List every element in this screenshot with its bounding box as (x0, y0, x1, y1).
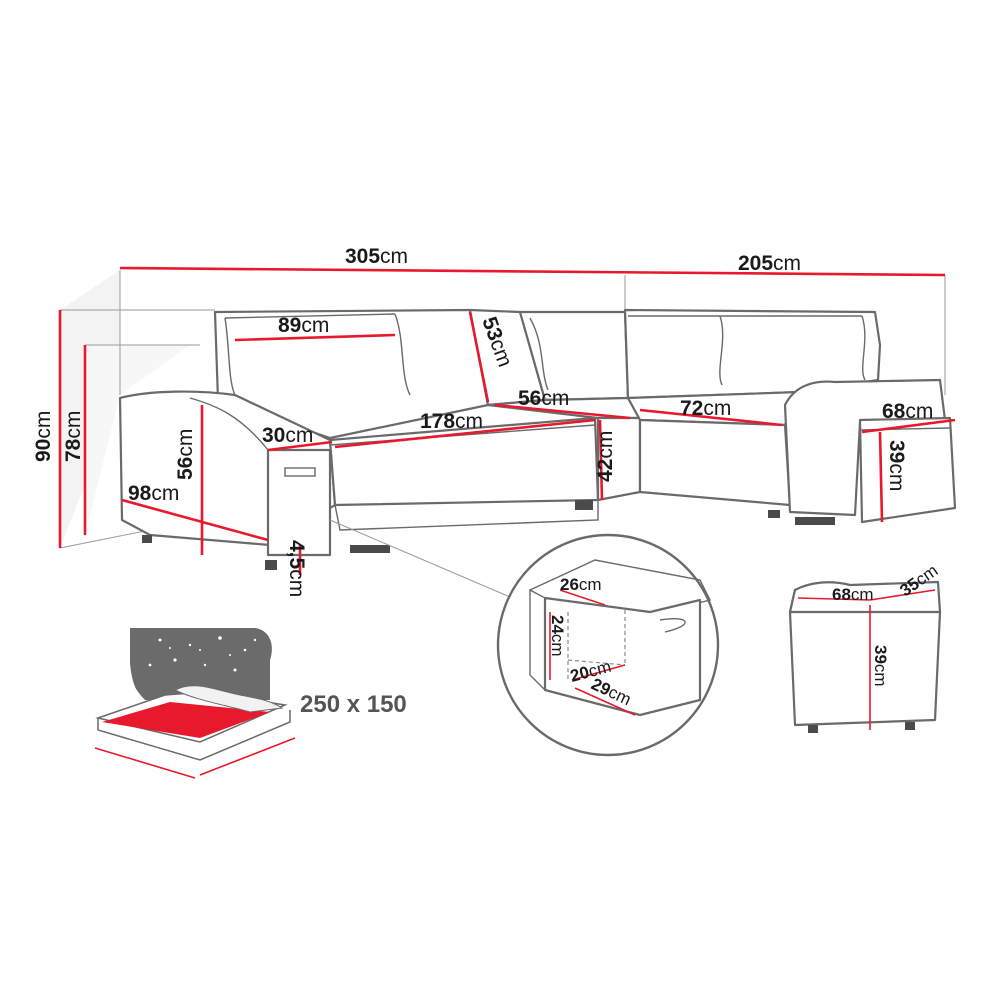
label-storage-width: 26cm (560, 575, 602, 594)
storage-detail: 26cm 24cm 20cm 29cm (496, 533, 720, 757)
label-corner-width: 205cm (738, 252, 801, 275)
label-armrest-width: 30cm (262, 424, 313, 447)
label-seat-width: 178cm (420, 410, 483, 433)
label-total-height: 90cm (32, 411, 55, 462)
label-seat-height: 42cm (594, 431, 617, 482)
label-pouf-height: 39cm (871, 645, 890, 687)
dimension-lines (58, 266, 956, 575)
label-right-seat-width: 72cm (680, 397, 731, 420)
label-pouf-width: 68cm (832, 585, 874, 604)
bed-icon: 250 x 150 (94, 628, 407, 779)
label-back-height: 78cm (62, 411, 85, 462)
label-sleeping-area: 250 x 150 (300, 691, 407, 718)
label-pouf-top-width: 68cm (882, 400, 933, 423)
label-armrest-height: 56cm (174, 429, 197, 480)
label-corner-seat-depth: 56cm (518, 387, 569, 410)
label-backrest-length: 89cm (278, 314, 329, 337)
night-sky-icon (129, 628, 272, 700)
label-leg-height: 4,5cm (285, 540, 308, 597)
label-storage-height: 24cm (548, 615, 567, 657)
label-depth: 98cm (128, 482, 179, 505)
label-pouf-top-height: 39cm (885, 440, 908, 491)
dimension-labels: 305cm 205cm 90cm 78cm 89cm 53cm 56cm 72c… (32, 245, 933, 597)
pouf: 68cm 35cm 39cm (788, 561, 941, 733)
corner-sofa (118, 308, 957, 598)
label-total-width: 305cm (345, 245, 408, 268)
perspective-guides (59, 270, 946, 549)
